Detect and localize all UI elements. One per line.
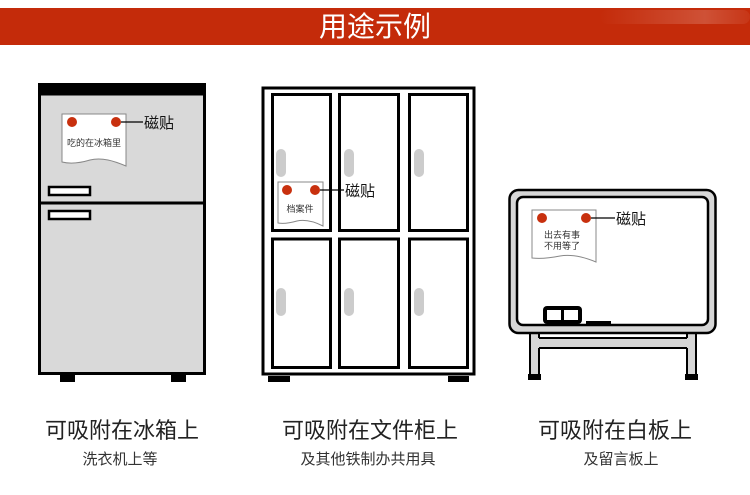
fridge-foot-right bbox=[171, 375, 186, 382]
cabinet-handle bbox=[276, 149, 286, 177]
cabinet-foot-left bbox=[268, 376, 290, 382]
magnet-dot-icon bbox=[310, 185, 320, 195]
cabinet-note: 档案件 bbox=[277, 181, 324, 227]
caption-fridge: 可吸附在冰箱上 bbox=[44, 419, 199, 444]
page-title: 用途示例 bbox=[318, 10, 431, 43]
magnet-label: 磁贴 bbox=[345, 182, 375, 200]
subcaption-fridge: 洗衣机上等 bbox=[82, 450, 158, 468]
subcaption-whiteboard: 及留言板上 bbox=[583, 450, 659, 468]
cabinet-handle bbox=[414, 288, 424, 316]
magnet-label: 磁贴 bbox=[616, 210, 646, 228]
note-text-line-2: 不用等了 bbox=[544, 240, 580, 252]
fridge-top-bar bbox=[38, 83, 206, 95]
magnet-dot-icon bbox=[282, 185, 292, 195]
marker-icon bbox=[586, 321, 611, 325]
cabinet-handle bbox=[344, 149, 354, 177]
fridge-note: 吃的在冰箱里 bbox=[61, 113, 127, 167]
fridge-handle-top bbox=[47, 185, 92, 197]
board-stand-outline bbox=[529, 333, 697, 375]
magnet-dot-icon bbox=[111, 117, 121, 127]
note-text-line-1: 出去有事 bbox=[544, 229, 580, 241]
fridge-handle-bottom bbox=[47, 209, 92, 221]
magnet-dot-icon bbox=[67, 117, 77, 127]
whiteboard-note: 出去有事 不用等了 bbox=[531, 209, 597, 263]
header-banner: 用途示例 bbox=[0, 8, 750, 45]
magnet-dot-icon bbox=[581, 213, 591, 223]
cabinet-handle bbox=[414, 149, 424, 177]
board-foot-right bbox=[685, 374, 698, 380]
note-text: 档案件 bbox=[286, 203, 313, 215]
cabinet-handle bbox=[344, 288, 354, 316]
caption-whiteboard: 可吸附在白板上 bbox=[537, 419, 692, 444]
caption-file-cabinet: 可吸附在文件柜上 bbox=[281, 419, 458, 444]
cabinet-door bbox=[408, 93, 469, 232]
fridge-foot-left bbox=[60, 375, 75, 382]
board-leg-right bbox=[687, 334, 696, 374]
board-foot-left bbox=[528, 374, 541, 380]
note-paper bbox=[61, 113, 127, 167]
magnet-label: 磁贴 bbox=[144, 114, 174, 132]
fridge-illustration: 吃的在冰箱里 磁贴 bbox=[38, 83, 206, 382]
subcaption-file-cabinet: 及其他铁制办共用具 bbox=[300, 450, 436, 468]
header-glare bbox=[600, 10, 750, 24]
board-crossbar bbox=[539, 338, 687, 348]
whiteboard-illustration: 出去有事 不用等了 磁贴 bbox=[508, 188, 717, 380]
magnet-dot-icon bbox=[537, 213, 547, 223]
eraser-icon bbox=[543, 306, 582, 324]
file-cabinet-illustration: 档案件 磁贴 bbox=[261, 86, 476, 382]
note-paper bbox=[531, 209, 597, 263]
cabinet-foot-right bbox=[448, 376, 469, 382]
cabinet-handle bbox=[276, 288, 286, 316]
note-text: 吃的在冰箱里 bbox=[67, 137, 121, 149]
board-leg-left bbox=[530, 334, 539, 374]
